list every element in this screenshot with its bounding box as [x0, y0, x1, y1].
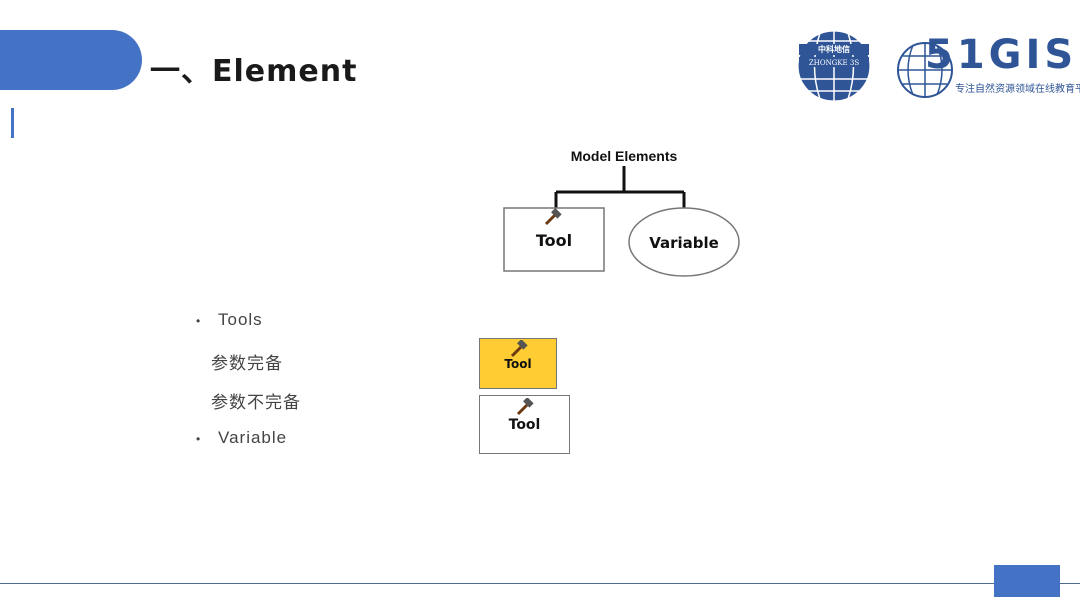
model-elements-diagram: Model Elements Tool Variable: [503, 148, 740, 277]
tool-not-ready-label: Tool: [508, 417, 541, 433]
hammer-icon: [510, 340, 528, 358]
bullet-variable-label: Variable: [218, 428, 288, 447]
diagram-tool-label: Tool: [536, 231, 572, 250]
diagram-variable-label: Variable: [649, 234, 719, 252]
tool-ready-label: Tool: [504, 357, 532, 371]
tool-not-ready-box: Tool: [479, 395, 570, 454]
bullet-item-incomplete: 参数不完备: [211, 393, 301, 412]
diagram-connector: [554, 166, 686, 208]
footer-divider: [0, 583, 1080, 584]
footer-accent-block: [994, 565, 1060, 597]
bullet-item-complete: 参数完备: [211, 354, 283, 373]
bullet-item-tools: • Tools: [196, 310, 263, 330]
title-tab-decoration: [0, 30, 142, 90]
diagram-tool-box: [503, 207, 605, 272]
hammer-icon: [544, 208, 562, 226]
hammer-icon: [516, 398, 534, 416]
side-accent-bar: [11, 108, 14, 138]
page-title: 一、Element: [150, 54, 358, 89]
zhongke-logo: 中科地信 ZHONGKE 3S: [797, 30, 871, 102]
51gis-logo: 51GIS 专注自然资源领域在线教育平台: [895, 32, 1080, 104]
globe-icon: [897, 42, 953, 98]
51gis-brand: 51GIS: [925, 32, 1078, 78]
zhongke-logo-cn: 中科地信: [818, 44, 850, 54]
bullet-dot: •: [196, 432, 202, 446]
51gis-slogan: 专注自然资源领域在线教育平台: [955, 84, 1080, 95]
diagram-variable-oval: [628, 207, 740, 277]
diagram-root-label: Model Elements: [571, 148, 678, 164]
bullet-item-variable: • Variable: [196, 428, 287, 448]
zhongke-logo-en: ZHONGKE 3S: [809, 59, 859, 67]
bullet-dot: •: [196, 314, 202, 328]
bullet-tools-label: Tools: [218, 310, 263, 329]
tool-ready-box: Tool: [479, 338, 557, 389]
